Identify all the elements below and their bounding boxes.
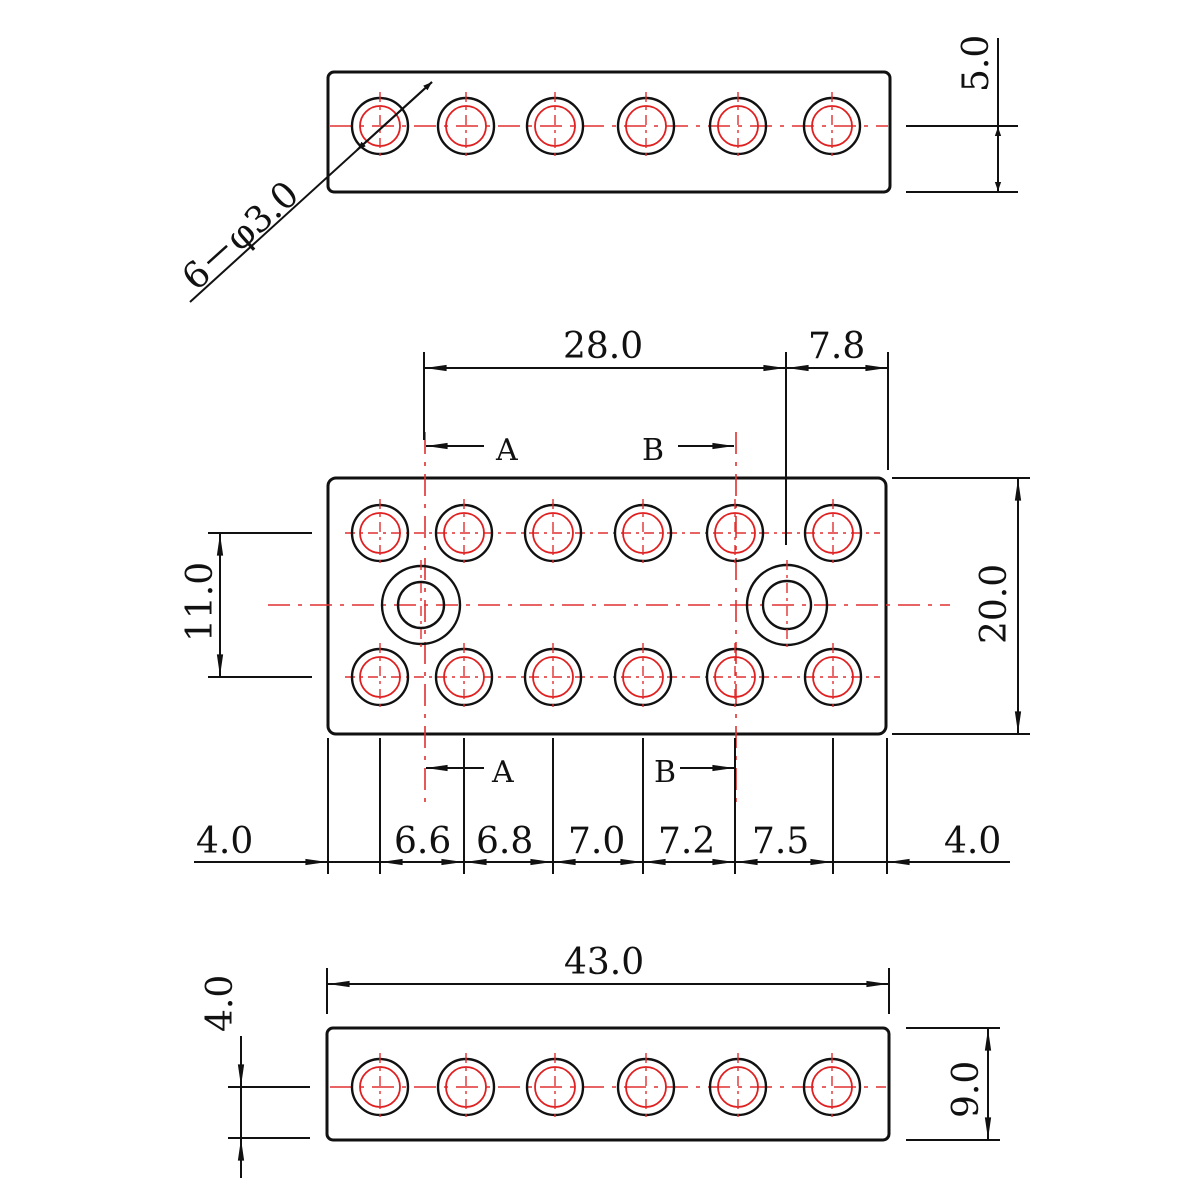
bottom-dim-label: 4.0: [944, 821, 1001, 862]
terminal-hole: [613, 499, 673, 567]
terminal-hole: [350, 1053, 410, 1121]
section-a-bottom-label: A: [491, 755, 514, 790]
top-plate-outline: [326, 70, 892, 194]
dim-20-label: 20.0: [974, 564, 1015, 644]
section-b-bottom-label: B: [654, 755, 676, 790]
main-plate-outline: [326, 476, 888, 736]
dim-11-label: 11.0: [180, 562, 221, 642]
thickness-label: 5.0: [956, 35, 997, 92]
terminal-hole: [525, 1053, 585, 1121]
terminal-hole: [705, 643, 765, 711]
mount-hole-left-inner: [396, 580, 446, 630]
bottom-view: 43.0 9.0 4.0: [200, 942, 1000, 1178]
terminal-hole: [350, 643, 410, 711]
terminal-hole: [434, 643, 494, 711]
bottom-hole-row: [350, 1053, 862, 1121]
terminal-hole: [616, 1053, 676, 1121]
terminal-hole: [350, 92, 410, 160]
terminal-hole: [802, 1053, 862, 1121]
terminal-hole: [803, 643, 863, 711]
hole-callout-label: 6－φ3.0: [175, 174, 307, 299]
terminal-hole: [708, 1053, 768, 1121]
bottom-plate-outline: [325, 1026, 891, 1142]
dim-7-8-label: 7.8: [808, 326, 865, 367]
bottom-dim-label: 6.8: [476, 821, 533, 862]
bottom-dim-label: 6.6: [394, 821, 451, 862]
terminal-hole: [802, 92, 862, 160]
main-view: 28.0 7.8 A B A B 11.0 20.0 4.0 6.6 6.8 7…: [180, 326, 1030, 874]
bottom-dim-label: 7.5: [752, 821, 809, 862]
dim-28-label: 28.0: [563, 326, 643, 367]
terminal-hole: [705, 499, 765, 567]
width-label: 43.0: [564, 942, 644, 983]
terminal-hole: [523, 643, 583, 711]
terminal-hole: [523, 499, 583, 567]
terminal-hole: [803, 499, 863, 567]
terminal-hole: [708, 92, 768, 160]
section-b-top-label: B: [642, 433, 664, 468]
top-hole-row: [350, 92, 862, 160]
terminal-hole: [350, 499, 410, 567]
bottom-dim-label: 7.2: [658, 821, 715, 862]
terminal-hole: [436, 92, 496, 160]
terminal-hole: [613, 643, 673, 711]
bottom-dim-label: 7.0: [568, 821, 625, 862]
height-label: 9.0: [946, 1061, 987, 1118]
terminal-hole: [616, 92, 676, 160]
top-view: 6－φ3.0 5.0: [175, 35, 1018, 303]
offset-label: 4.0: [200, 975, 241, 1032]
terminal-hole: [436, 1053, 496, 1121]
main-hole-grid: [350, 499, 863, 711]
bottom-dim-label: 4.0: [196, 821, 253, 862]
terminal-hole: [434, 499, 494, 567]
bottom-chain-extension-lines: [327, 738, 888, 874]
section-a-top-label: A: [495, 433, 518, 468]
hole-callout-arrow-2: [356, 81, 433, 151]
terminal-hole: [525, 92, 585, 160]
